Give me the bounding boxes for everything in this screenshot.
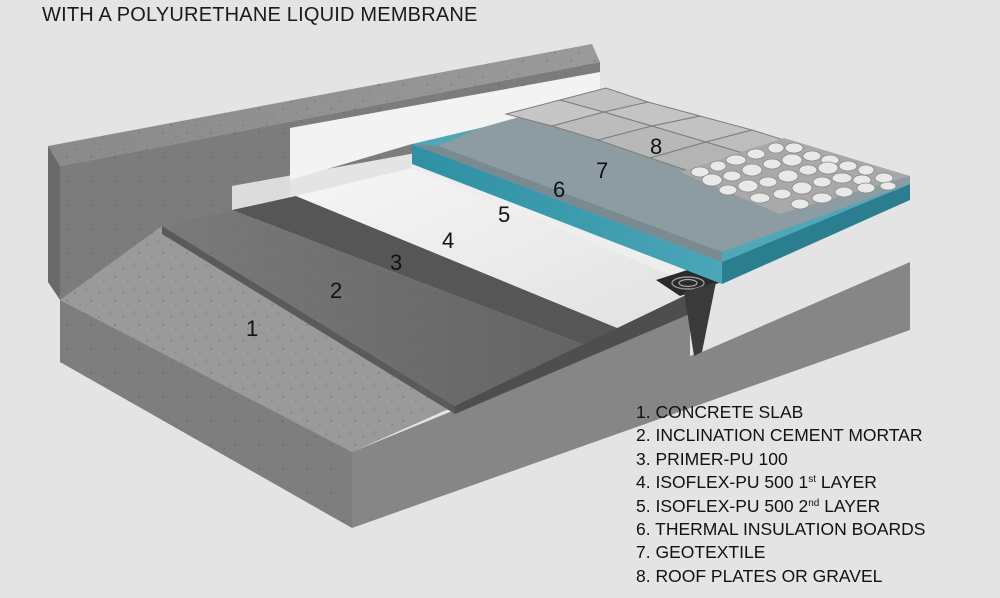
legend-item: 7. GEOTEXTILE (636, 542, 766, 563)
mortar-layer-edge (162, 226, 455, 414)
callout-8: 8 (650, 134, 662, 159)
callout-4: 4 (442, 228, 454, 253)
membrane-upturn (290, 72, 600, 180)
primer-speck (162, 196, 632, 406)
callout-2: 2 (330, 278, 342, 303)
callout-6: 6 (553, 177, 565, 202)
legend-item: 8. ROOF PLATES OR GRAVEL (636, 565, 883, 586)
roof-plates (504, 87, 786, 177)
gravel-stones (690, 142, 897, 210)
geotextile-front (412, 144, 722, 262)
membrane-floor (296, 168, 688, 334)
legend-item: 2. INCLINATION CEMENT MORTAR (636, 425, 923, 446)
callout-7: 7 (596, 158, 608, 183)
legend-item: 1. CONCRETE SLAB (636, 402, 804, 422)
concrete-slab-right-front (352, 262, 910, 528)
legend-item: 3. PRIMER-PU 100 (636, 448, 788, 469)
drain-ring (671, 276, 705, 290)
floor-speck (60, 226, 455, 528)
callout-1: 1 (246, 316, 258, 341)
legend-item: 6. THERMAL INSULATION BOARDS (636, 519, 926, 540)
insulation-right (722, 184, 910, 284)
diagram-title: WITH A POLYURETHANE LIQUID MEMBRANE (42, 4, 478, 26)
callout-3: 3 (390, 250, 402, 275)
callout-5: 5 (498, 202, 510, 227)
legend-item: 5. ISOFLEX-PU 500 2nd LAYER (636, 495, 881, 516)
legend-item: 4. ISOFLEX-PU 500 1st LAYER (636, 472, 877, 493)
membrane-edge (455, 294, 690, 414)
geotextile-layer (438, 114, 910, 252)
drain-slot (684, 282, 716, 356)
drain-ring-inner (678, 278, 698, 288)
layer-legend: 1. CONCRETE SLAB 2. INCLINATION CEMENT M… (636, 401, 925, 588)
insulation-front (412, 144, 722, 284)
